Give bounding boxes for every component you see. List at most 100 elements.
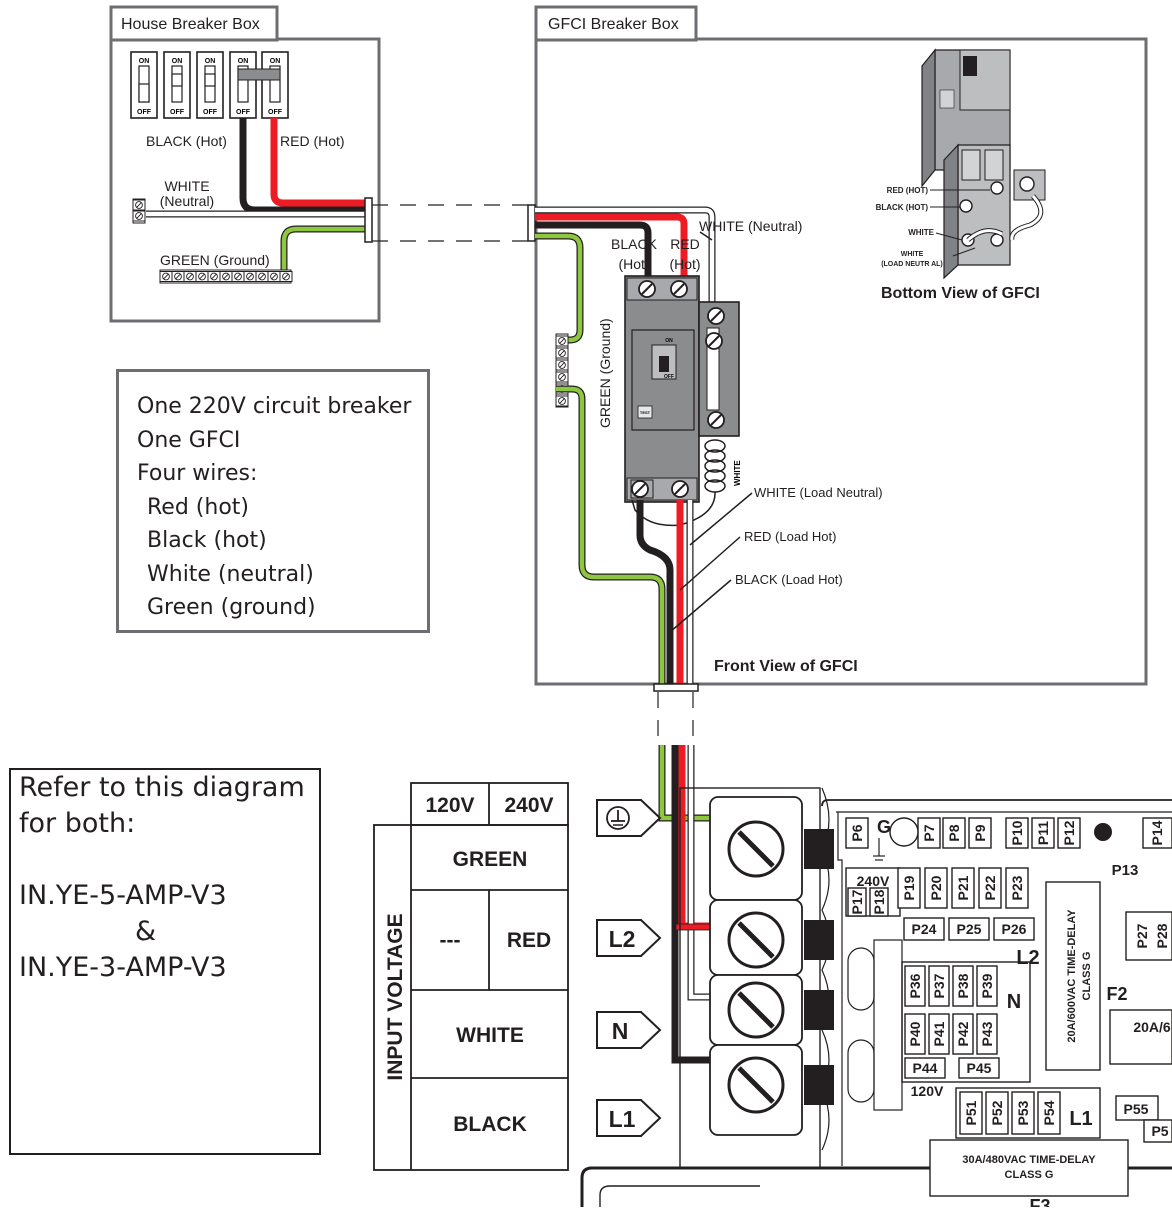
refer-line-3: IN.YE-5-AMP-V3: [19, 880, 227, 911]
label-red-hot: RED (Hot): [280, 133, 345, 149]
gfci-box-title: GFCI Breaker Box: [548, 16, 679, 33]
svg-text:L2: L2: [609, 926, 636, 952]
label-red-hot-2: (Hot): [669, 256, 700, 272]
svg-text:(LOAD NEUTR AL): (LOAD NEUTR AL): [881, 261, 943, 268]
neutral-bus: [132, 198, 146, 224]
svg-text:F3: F3: [1029, 1196, 1050, 1207]
svg-text:P52: P52: [989, 1100, 1005, 1125]
svg-text:N: N: [1007, 991, 1021, 1013]
svg-text:RED (HOT): RED (HOT): [887, 186, 929, 195]
terminal-wiring: [658, 745, 711, 1064]
svg-text:20A/600VAC TIME-DELAY: 20A/600VAC TIME-DELAY: [1066, 909, 1078, 1043]
svg-text:P19: P19: [901, 875, 917, 900]
svg-text:P55: P55: [1124, 1101, 1149, 1117]
svg-text:P6: P6: [849, 824, 865, 841]
svg-text:P39: P39: [979, 973, 995, 998]
svg-text:BLACK (HOT): BLACK (HOT): [876, 203, 929, 212]
svg-text:ON: ON: [172, 58, 183, 65]
spec-line-1: One 220V circuit breaker: [137, 394, 412, 419]
row-dash: ---: [440, 929, 461, 952]
terminal-block-l2: [709, 899, 834, 976]
house-black-wire: [239, 118, 366, 214]
gfci-black-hot-wire: [535, 221, 652, 278]
svg-text:OFF: OFF: [203, 109, 218, 116]
terminal-block-n: [709, 974, 834, 1046]
svg-text:P38: P38: [955, 973, 971, 998]
row-white: WHITE: [456, 1024, 524, 1047]
svg-text:F2: F2: [1106, 984, 1127, 1004]
svg-text:L1: L1: [609, 1106, 636, 1132]
spec-line-4: Red (hot): [147, 494, 249, 520]
svg-text:P23: P23: [1009, 875, 1025, 900]
svg-text:P28: P28: [1154, 923, 1170, 948]
house-cable-grommet: [364, 197, 373, 243]
label-neutral: (Neutral): [160, 193, 214, 209]
svg-text:L1: L1: [1069, 1108, 1092, 1130]
front-view-caption: Front View of GFCI: [714, 658, 858, 675]
svg-text:ON: ON: [238, 58, 249, 65]
gfci-cable-grommet: [527, 204, 536, 242]
header-120v: 120V: [425, 794, 474, 817]
label-red-hot-1: RED: [670, 236, 700, 252]
svg-text:ON: ON: [270, 58, 281, 65]
svg-text:P21: P21: [955, 875, 971, 900]
label-black-hot: BLACK (Hot): [146, 133, 227, 149]
label-white-neutral: WHITE (Neutral): [699, 218, 802, 234]
refer-line-5: IN.YE-3-AMP-V3: [19, 952, 227, 983]
svg-text:P20: P20: [928, 875, 944, 900]
svg-text:120V: 120V: [911, 1083, 944, 1099]
spec-line-5: Black (hot): [147, 528, 267, 553]
svg-text:ON: ON: [139, 58, 150, 65]
svg-text:WHITE: WHITE: [901, 251, 924, 258]
label-green-ground-vertical: GREEN (Ground): [597, 318, 613, 428]
label-white: WHITE: [164, 178, 209, 194]
svg-text:P13: P13: [1112, 862, 1139, 879]
gfci-exit-grommet: [653, 683, 699, 692]
gfci-red-hot-wire: [535, 213, 688, 278]
spec-note: One 220V circuit breaker One GFCI Four w…: [116, 369, 430, 633]
svg-text:P54: P54: [1041, 1100, 1057, 1125]
svg-text:P41: P41: [931, 1021, 947, 1046]
svg-text:TEST: TEST: [640, 410, 651, 415]
spec-line-3: Four wires:: [137, 461, 258, 486]
ground-symbol-icon: [606, 806, 630, 830]
svg-text:OFF: OFF: [170, 109, 185, 116]
svg-text:P37: P37: [931, 973, 947, 998]
terminal-label-n: N: [596, 1011, 662, 1049]
terminal-label-ground: [596, 799, 662, 837]
svg-text:P5: P5: [1151, 1123, 1168, 1139]
label-green-ground: GREEN (Ground): [160, 252, 270, 268]
header-240v: 240V: [504, 794, 553, 817]
svg-text:P18: P18: [871, 889, 887, 914]
svg-text:P53: P53: [1015, 1100, 1031, 1125]
svg-text:ON: ON: [205, 58, 216, 65]
spec-line-7: Green (ground): [147, 595, 316, 620]
svg-text:P12: P12: [1061, 820, 1077, 845]
terminal-label-l1: L1: [596, 1099, 662, 1137]
svg-text:P11: P11: [1035, 821, 1051, 845]
circuit-board: P6 G P7 P8 P9 P10 P11 P12 P14 P13: [821, 799, 1172, 1212]
svg-text:OFF: OFF: [268, 109, 283, 116]
svg-text:CLASS G: CLASS G: [1081, 952, 1093, 1001]
svg-text:P36: P36: [907, 973, 923, 998]
svg-text:P43: P43: [979, 1021, 995, 1046]
svg-text:P14: P14: [1149, 820, 1165, 845]
svg-text:P51: P51: [963, 1100, 979, 1125]
label-white-load-neutral: WHITE (Load Neutral): [754, 485, 883, 500]
house-box-title: House Breaker Box: [121, 16, 260, 33]
svg-text:OFF: OFF: [137, 109, 152, 116]
svg-text:WHITE: WHITE: [908, 228, 934, 237]
refer-note: Refer to this diagram for both: IN.YE-5-…: [9, 768, 321, 1155]
svg-text:N: N: [612, 1018, 629, 1044]
refer-line-1: Refer to this diagram: [19, 772, 305, 803]
gfci-bottom-view: RED (HOT) BLACK (HOT) WHITE WHITE (LOAD …: [876, 48, 1046, 280]
svg-text:P8: P8: [946, 824, 962, 841]
svg-text:P40: P40: [907, 1021, 923, 1046]
label-black-load-hot: BLACK (Load Hot): [735, 572, 843, 587]
gfci-ground-bus: [555, 333, 569, 408]
svg-text:P10: P10: [1009, 820, 1025, 845]
svg-text:P27: P27: [1134, 923, 1150, 948]
svg-text:OFF: OFF: [664, 374, 674, 380]
svg-text:P17: P17: [849, 889, 865, 914]
label-red-load-hot: RED (Load Hot): [744, 529, 836, 544]
